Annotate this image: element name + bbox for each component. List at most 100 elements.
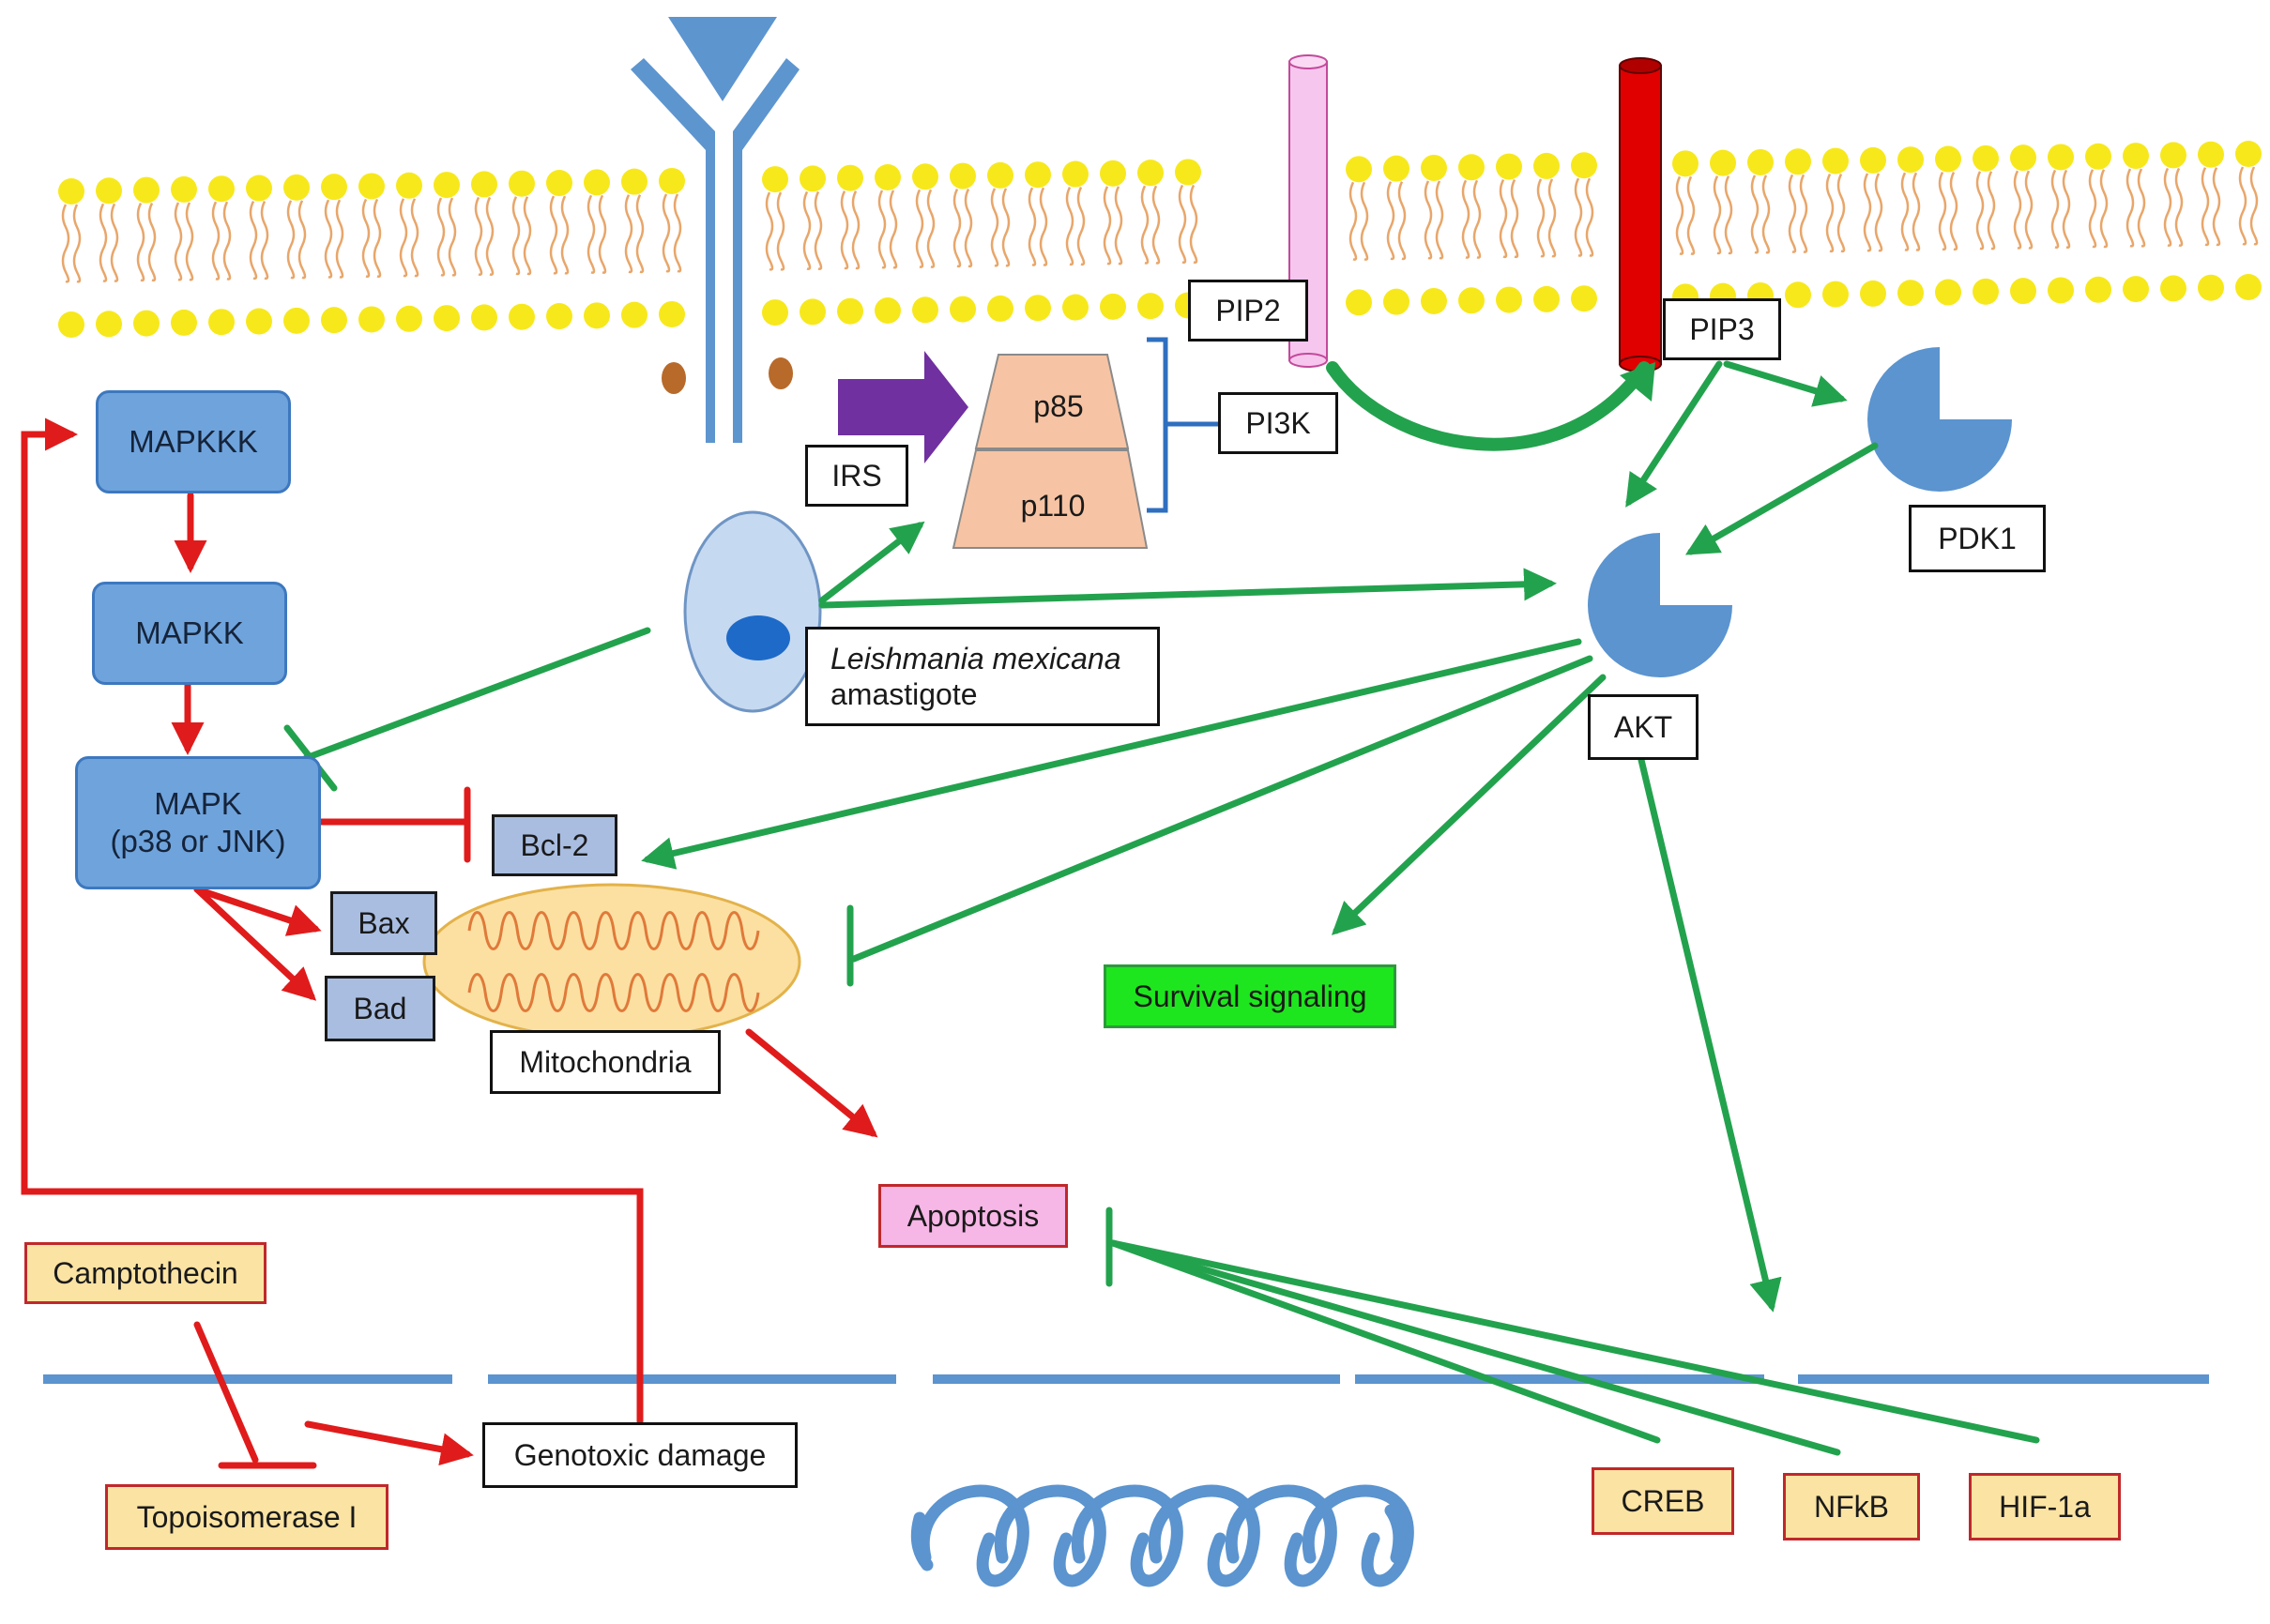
pi3k-label: PI3K (1218, 392, 1338, 454)
phospholipid (283, 174, 310, 334)
phospholipid (987, 161, 1013, 322)
phospholipid (1973, 144, 1999, 305)
pdk1-shape (1867, 347, 2012, 492)
edge-akt-to-nucleus (1638, 756, 1782, 1313)
edge-leish-to-pi3k (818, 521, 925, 604)
survival-signaling-node: Survival signaling (1104, 964, 1396, 1028)
phospholipid (1571, 152, 1597, 312)
receptor-left-arm (631, 58, 715, 150)
phospholipid (2198, 141, 2224, 301)
receptor-right-arm (733, 58, 800, 150)
genotoxic-damage-node: Genotoxic damage (482, 1422, 798, 1488)
ligand-triangle (668, 17, 777, 101)
edge-camptothecin-inhibits-topo (193, 1321, 259, 1464)
phospholipid (875, 164, 901, 324)
edge-genotoxic-to-mapkkk (21, 417, 644, 1425)
camptothecin-node: Camptothecin (24, 1242, 267, 1304)
phospholipid (509, 170, 535, 330)
phospholipid (1025, 161, 1051, 322)
edge-hif-inhibits-apoptosis (1109, 1239, 2040, 1444)
bad-node: Bad (325, 976, 435, 1041)
green-edges (283, 360, 2040, 1456)
phospholipid (471, 171, 497, 331)
phospholipid (1383, 155, 1409, 315)
edge-mapk-to-bax (193, 886, 322, 936)
phospholipid (1458, 154, 1485, 314)
phospholipid (1100, 159, 1126, 320)
edge-pdk1-to-akt (1684, 442, 1879, 555)
edge-akt-to-bcl2 (641, 638, 1582, 870)
mitochondria-cristae (467, 911, 760, 1012)
phospholipid (837, 164, 863, 325)
akt-label: AKT (1588, 694, 1699, 760)
phospholipid (396, 172, 422, 332)
mitochondria-label: Mitochondria (490, 1030, 721, 1094)
mapk-node: MAPK (p38 or JNK) (75, 756, 321, 889)
phospholipid (1860, 146, 1886, 307)
phospholipid (1747, 148, 1774, 309)
pip2-to-pip3-arrowhead (1620, 362, 1655, 402)
akt-shape (1588, 533, 1732, 677)
p85-label: p85 (1033, 388, 1084, 423)
phospholipid (1822, 147, 1849, 308)
receptor-dot-left (662, 362, 686, 394)
phospholipid (621, 168, 647, 328)
phospholipid (1346, 156, 1372, 316)
phospholipid (2123, 143, 2149, 303)
phospholipid (208, 175, 235, 336)
red-edges (21, 417, 878, 1469)
pip2-to-pip3-curve (1326, 361, 1651, 451)
phospholipid (171, 175, 197, 336)
cell-membrane (58, 141, 2262, 338)
phospholipid (762, 166, 788, 326)
p110-subunit (952, 449, 1149, 549)
phospholipid (800, 165, 826, 326)
apoptosis-node: Apoptosis (878, 1184, 1068, 1248)
edge-topo-to-genotoxic (304, 1420, 474, 1466)
irs-label: IRS (805, 445, 908, 507)
phospholipid (1710, 149, 1736, 310)
dna-coil (910, 1484, 1414, 1587)
phospholipid (584, 169, 610, 329)
edge-mito-to-apoptosis (745, 1028, 878, 1138)
phospholipid (246, 175, 272, 335)
edge-pip3-to-akt (1625, 360, 1723, 508)
pip3-cylinder (1619, 57, 1662, 372)
edge-akt-inhibits-mito (850, 655, 1593, 963)
nfkb-node: NFkB (1783, 1473, 1920, 1541)
phospholipid (58, 178, 84, 338)
receptor-dot-right (769, 357, 793, 389)
pip3-label: PIP3 (1663, 298, 1781, 360)
irs-purple-arrow (838, 351, 968, 463)
creb-node: CREB (1592, 1467, 1734, 1535)
phospholipid (1672, 150, 1699, 311)
hif-node: HIF-1a (1969, 1473, 2121, 1541)
phospholipid (659, 167, 685, 327)
phospholipid (1785, 148, 1811, 309)
phospholipid (1137, 159, 1164, 320)
phospholipid (2160, 142, 2186, 302)
mapkk-node: MAPKK (92, 582, 287, 685)
receptor (631, 17, 800, 443)
phospholipid (1062, 160, 1089, 321)
phospholipid (2048, 144, 2074, 304)
phospholipid (96, 177, 122, 338)
pip2-label: PIP2 (1188, 280, 1308, 341)
edge-mapk-to-bad (193, 886, 317, 1001)
edge-pip3-to-pdk1 (1723, 360, 1848, 407)
phospholipid (2010, 144, 2036, 305)
phospholipid (1421, 154, 1447, 314)
bcl2-node: Bcl-2 (492, 814, 617, 876)
leishmania-label: Leishmania mexicana amastigote (805, 627, 1160, 726)
phospholipid (321, 174, 347, 334)
phospholipid (546, 170, 572, 330)
p85-subunit (974, 354, 1130, 449)
phospholipid (434, 172, 460, 332)
mitochondria-organelle (422, 883, 801, 1040)
phospholipid (1897, 146, 1924, 307)
receptor-left-stem (706, 141, 715, 443)
leishmania-cell (683, 510, 822, 713)
pi3k-bracket (1147, 337, 1218, 513)
